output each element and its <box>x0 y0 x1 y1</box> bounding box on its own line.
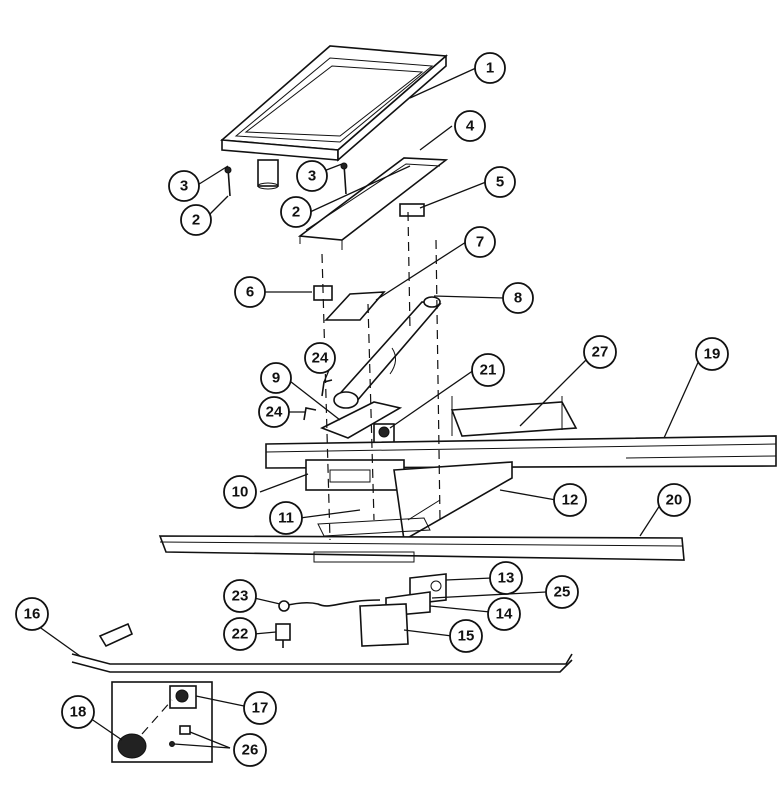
svg-text:21: 21 <box>480 362 497 379</box>
svg-text:16: 16 <box>24 606 41 623</box>
svg-text:2: 2 <box>292 204 300 221</box>
callout-2a: 2 <box>180 204 212 236</box>
part-heat-shield <box>450 396 578 437</box>
svg-text:10: 10 <box>232 484 249 501</box>
part-plate <box>324 291 386 321</box>
callout-20: 20 <box>657 483 691 517</box>
svg-text:17: 17 <box>252 700 269 717</box>
callout-7: 7 <box>464 226 496 258</box>
part-hook-lower <box>303 407 317 421</box>
svg-text:23: 23 <box>232 588 249 605</box>
callout-24a: 24 <box>304 342 336 374</box>
svg-text:3: 3 <box>308 168 316 185</box>
callout-16: 16 <box>15 597 49 631</box>
callout-1: 1 <box>474 52 506 84</box>
part-screws <box>224 162 348 197</box>
callout-22: 22 <box>223 617 257 651</box>
part-valve-plate <box>359 603 409 647</box>
part-orifice <box>275 623 291 648</box>
callout-5: 5 <box>484 166 516 198</box>
svg-text:27: 27 <box>592 344 609 361</box>
part-manifold <box>71 622 573 673</box>
svg-text:13: 13 <box>498 570 515 587</box>
svg-text:9: 9 <box>272 370 280 387</box>
part-front-rail <box>158 535 685 563</box>
callout-4: 4 <box>454 110 486 142</box>
svg-text:2: 2 <box>192 212 200 229</box>
part-gas-line <box>283 599 381 607</box>
svg-text:8: 8 <box>514 290 522 307</box>
part-small-bracket <box>399 203 425 217</box>
part-valve-block <box>385 573 447 617</box>
svg-text:26: 26 <box>242 742 259 759</box>
svg-text:18: 18 <box>70 704 87 721</box>
assembly-dashed-lines <box>321 211 441 541</box>
callout-3a: 3 <box>168 170 200 202</box>
svg-text:24: 24 <box>312 350 329 367</box>
svg-text:22: 22 <box>232 626 249 643</box>
part-knob-housing <box>169 685 197 709</box>
callout-17: 17 <box>243 691 277 725</box>
svg-text:5: 5 <box>496 174 504 191</box>
callout-18: 18 <box>61 695 95 729</box>
callout-12: 12 <box>553 483 587 517</box>
part-top-frame <box>220 45 448 190</box>
part-knob <box>117 699 173 759</box>
svg-text:7: 7 <box>476 234 484 251</box>
callout-21: 21 <box>471 353 505 387</box>
callout-25: 25 <box>545 575 579 609</box>
svg-text:6: 6 <box>246 284 254 301</box>
callout-23: 23 <box>223 579 257 613</box>
callout-19: 19 <box>695 337 729 371</box>
svg-text:11: 11 <box>278 510 294 527</box>
svg-text:3: 3 <box>180 178 188 195</box>
svg-text:20: 20 <box>666 492 683 509</box>
callout-15: 15 <box>449 619 483 653</box>
part-burner-tube <box>333 296 442 409</box>
svg-text:24: 24 <box>266 404 283 421</box>
part-small-clip <box>179 725 191 735</box>
svg-text:25: 25 <box>554 584 571 601</box>
callout-26: 26 <box>233 733 267 767</box>
callout-11: 11 <box>269 501 303 535</box>
callout-8: 8 <box>502 282 534 314</box>
svg-text:4: 4 <box>466 118 475 135</box>
callout-10: 10 <box>223 475 257 509</box>
callout-27: 27 <box>583 335 617 369</box>
callout-13: 13 <box>489 561 523 595</box>
svg-text:14: 14 <box>496 606 513 623</box>
callout-2b: 2 <box>280 196 312 228</box>
part-hook-upper <box>321 379 333 397</box>
svg-text:15: 15 <box>458 628 475 645</box>
callout-9: 9 <box>260 362 292 394</box>
svg-text:12: 12 <box>562 492 579 509</box>
callout-14: 14 <box>487 597 521 631</box>
part-mounting-bracket <box>320 401 403 439</box>
callout-24b: 24 <box>258 396 290 428</box>
svg-text:1: 1 <box>486 60 494 77</box>
part-control-plate <box>305 459 405 491</box>
knob-box <box>111 681 213 763</box>
callout-3b: 3 <box>296 160 328 192</box>
callout-6: 6 <box>234 276 266 308</box>
svg-text:19: 19 <box>704 346 721 363</box>
part-frame-cross <box>317 461 513 542</box>
